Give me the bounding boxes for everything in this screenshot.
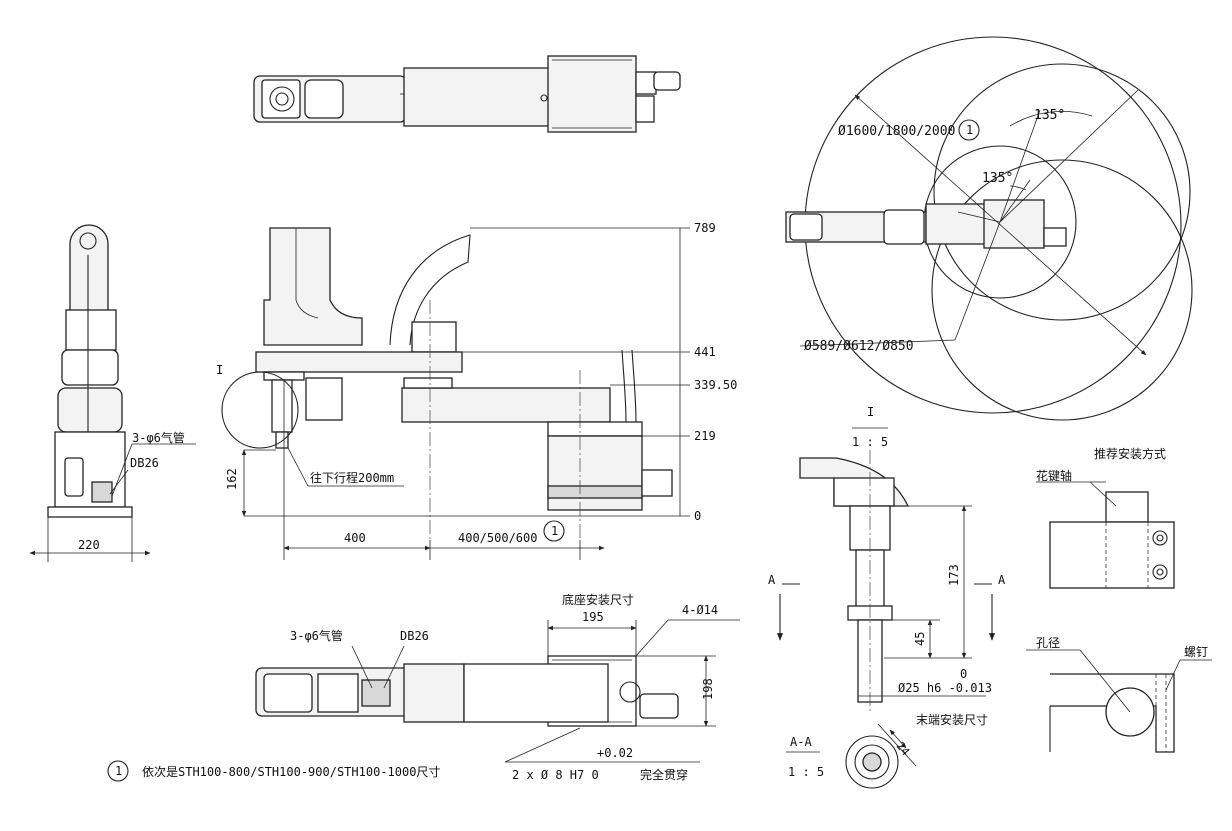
air-tube-label-side: 3-φ6气管 <box>132 430 185 445</box>
hole-4-d14: 4-Ø14 <box>682 603 718 617</box>
dim-339: 339.50 <box>694 378 737 392</box>
left-side-view <box>29 224 196 562</box>
detail-I-scale: 1 : 5 <box>852 435 888 449</box>
dim-0: 0 <box>694 509 701 523</box>
section-A-left: A <box>768 573 776 587</box>
dim-400: 400 <box>344 531 366 545</box>
note-text: 依次是STH100-800/STH100-900/STH100-1000尺寸 <box>142 764 440 779</box>
dim-400-600: 400/500/600 <box>458 531 537 545</box>
dim-195: 195 <box>582 610 604 624</box>
dim-162: 162 <box>225 468 239 490</box>
dim-24: 24 <box>894 740 913 759</box>
air-tube-label-bottom: 3-φ6气管 <box>290 628 343 643</box>
outer-diameter: Ø1600/1800/2000 <box>838 124 955 139</box>
dim-220: 220 <box>78 538 100 552</box>
dim-173: 173 <box>947 564 961 586</box>
spline-shaft-label: 花键轴 <box>1036 468 1072 483</box>
dim-219: 219 <box>694 429 716 443</box>
angle-135-outer: 135° <box>1034 108 1065 123</box>
dim-45: 45 <box>913 632 927 646</box>
note-circle-marker: 1 <box>115 764 122 778</box>
detail-mark-I: I <box>216 363 223 377</box>
section-A-A <box>786 723 917 789</box>
db26-label-side: DB26 <box>130 456 159 470</box>
front-view <box>221 227 690 560</box>
bore-label: 孔径 <box>1036 636 1060 650</box>
screw-label: 螺钉 <box>1184 645 1208 659</box>
top-view <box>253 55 681 133</box>
detail-I-title: I <box>867 405 874 419</box>
dim-789: 789 <box>694 221 716 235</box>
through-label: 完全贯穿 <box>640 767 688 782</box>
inner-diameter: Ø589/Ø612/Ø850 <box>804 339 914 354</box>
section-title: A-A <box>790 735 812 749</box>
section-A-right: A <box>998 573 1006 587</box>
section-scale: 1 : 5 <box>788 765 824 779</box>
bottom-view <box>255 619 740 763</box>
pin-tolerance: +0.02 <box>597 746 633 760</box>
detail-I <box>776 427 996 712</box>
recommend-title: 推荐安装方式 <box>1094 446 1166 461</box>
workspace-view <box>785 36 1193 421</box>
stroke-label: 往下行程200mm <box>310 470 394 485</box>
pin-spec: 2 x Ø 8 H7 0 <box>512 768 599 782</box>
dim-198: 198 <box>701 678 715 700</box>
end-mount-label: 末端安装尺寸 <box>916 712 988 727</box>
recommended-install <box>1026 481 1212 753</box>
dim-0-detail: 0 <box>960 667 967 681</box>
shaft-tolerance: Ø25 h6 -0.013 <box>898 681 992 695</box>
db26-label-bottom: DB26 <box>400 629 429 643</box>
circle-mark-1-front: 1 <box>551 524 558 538</box>
angle-135-inner: 135° <box>982 171 1013 186</box>
circle-mark-1-workspace: 1 <box>966 123 973 137</box>
base-mount-label: 底座安装尺寸 <box>562 592 634 607</box>
dim-441: 441 <box>694 345 716 359</box>
note <box>107 760 129 782</box>
